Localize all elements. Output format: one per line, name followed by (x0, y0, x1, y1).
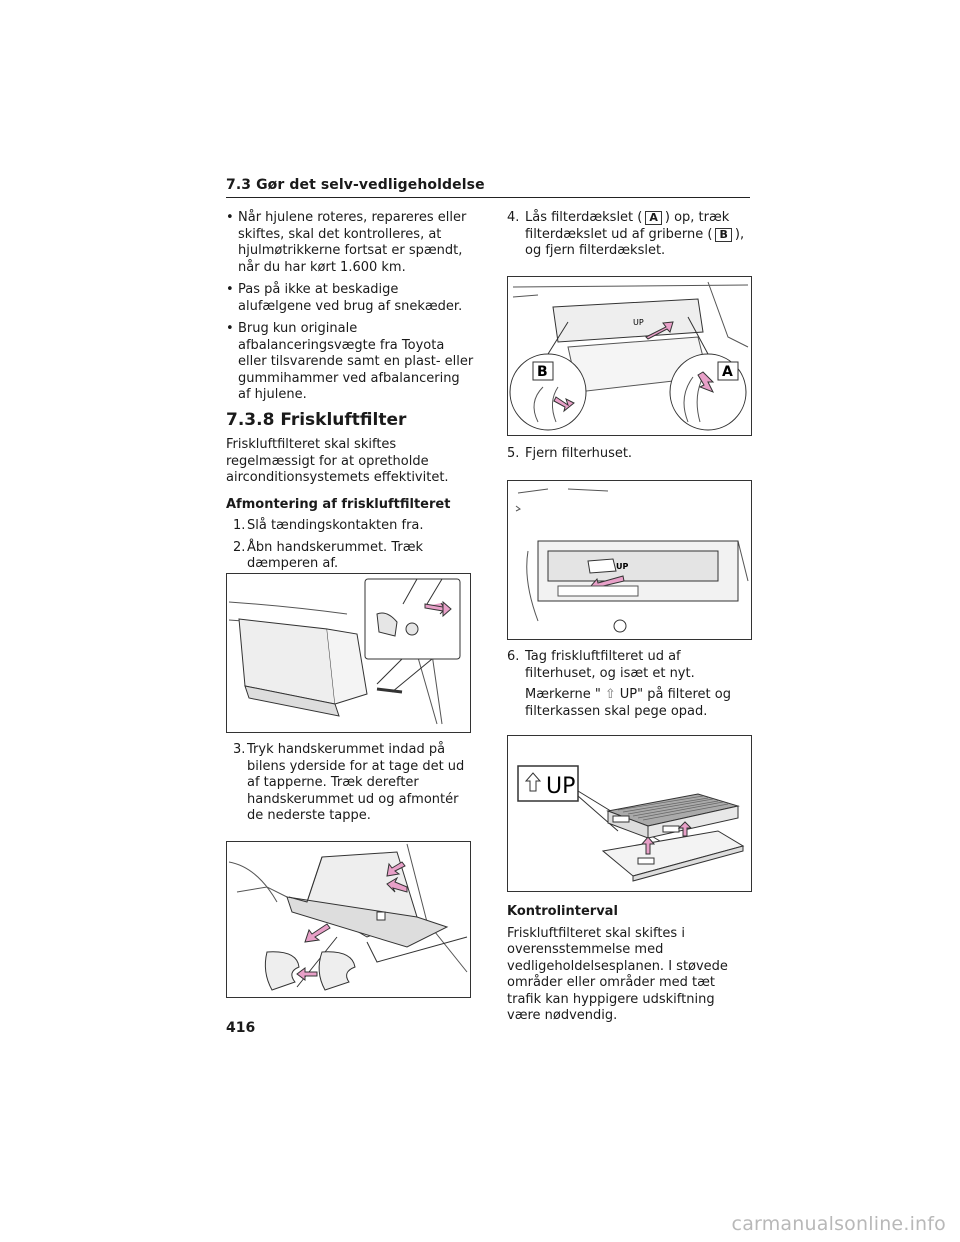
step-3: 3. Tryk handskerummet indad på bilens yd… (226, 742, 474, 825)
right-column: 4. Lås filterdækslet (A) op, træk filter… (507, 210, 752, 265)
interval-paragraph: Friskluftfilteret skal skiftes i overens… (507, 925, 728, 1024)
marks-note: Mærkerne "⇧UP" på filteret og filterkass… (507, 687, 752, 720)
step-text: Tag friskluftfilteret ud af filterhuset,… (525, 649, 695, 681)
intro-paragraph: Friskluftfilteret skal skiftes regelmæss… (226, 437, 449, 485)
step-2: 2. Åbn handskerummet. Træk dæmperen af. (226, 540, 474, 573)
left-column: Når hjulene roteres, repareres eller ski… (226, 210, 474, 578)
big-up-label: UP (546, 774, 575, 799)
step-text: Fjern filterhuset. (525, 446, 633, 461)
glovebox-removal-figure (226, 841, 471, 998)
label-a: A (722, 364, 733, 380)
filter-cover-figure: UP B A (507, 276, 752, 436)
bullet-item: Pas på ikke at beskadige alufælgene ved … (226, 282, 474, 315)
filter-up-marks-figure: UP (507, 735, 752, 892)
step-text: ), og fjern filterdækslet. (525, 226, 745, 259)
step-5: 5. Fjern filterhuset. (507, 446, 752, 463)
step-number: 2. (233, 539, 246, 555)
section-header: 7.3 Gør det selv-vedligeholdelse (226, 177, 750, 198)
up-label: UP (616, 562, 628, 571)
label-a-key: A (645, 211, 662, 225)
step-6: 6. Tag friskluftfilteret ud af filterhus… (507, 649, 752, 682)
removal-subheading: Afmontering af friskluftfilteret (226, 496, 451, 512)
step-number: 4. (507, 210, 520, 225)
step-text: ) op, træk filterdækslet ud af griberne … (525, 210, 730, 242)
up-label: UP (633, 318, 644, 327)
interval-subheading: Kontrolinterval (507, 904, 618, 919)
step-number: 6. (507, 649, 520, 664)
step-4: 4. Lås filterdækslet (A) op, træk filter… (507, 210, 752, 260)
note-text: Mærkerne " (525, 687, 601, 702)
step-number: 1. (233, 518, 246, 533)
glovebox-damper-figure (226, 573, 471, 733)
watermark: carmanualsonline.info (731, 1213, 946, 1235)
interval-block: Kontrolinterval Friskluftfilteret skal s… (507, 904, 752, 1025)
bullet-item: Brug kun originale afbalanceringsvægte f… (226, 321, 474, 404)
step-text: Åbn handskerummet. Træk dæmperen af. (247, 539, 423, 572)
step-6-block: 6. Tag friskluftfilteret ud af filterhus… (507, 649, 752, 720)
step-5-block: 5. Fjern filterhuset. (507, 446, 752, 468)
label-b: B (537, 364, 548, 380)
step-1: 1. Slå tændingskontakten fra. (226, 518, 474, 535)
bullet-item: Når hjulene roteres, repareres eller ski… (226, 210, 474, 276)
section-title: 7.3.8 Friskluftfilter (226, 409, 407, 430)
step-text: Tryk handskerummet indad på bilens yders… (247, 742, 465, 823)
step-text: Slå tændingskontakten fra. (247, 518, 424, 533)
step-number: 3. (233, 742, 246, 757)
step-text: Lås filterdækslet ( (525, 210, 643, 225)
step-number: 5. (507, 446, 520, 461)
filter-housing-figure: UP (507, 480, 752, 640)
label-b-key: B (715, 227, 732, 242)
note-text: UP" på filteret og filterkassen skal peg… (525, 687, 731, 719)
up-arrow-icon: ⇧ (604, 687, 616, 702)
page-number: 416 (226, 1020, 256, 1036)
step-3-block: 3. Tryk handskerummet indad på bilens yd… (226, 742, 474, 830)
